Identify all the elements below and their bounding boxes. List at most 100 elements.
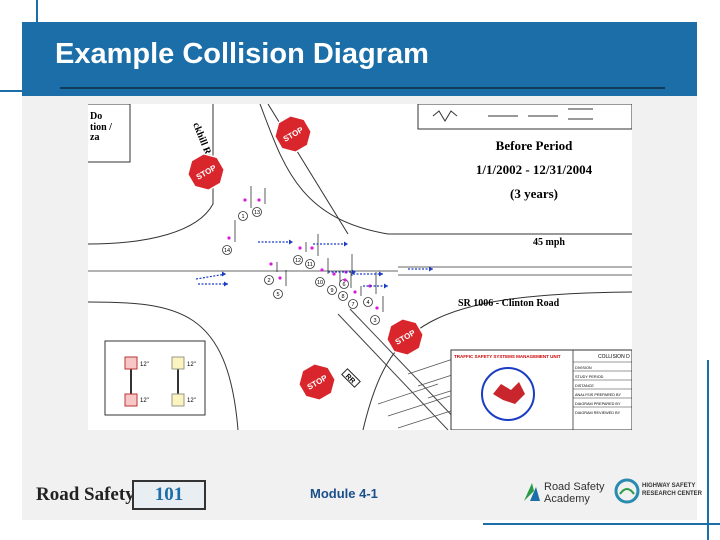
arrow-head <box>289 239 293 245</box>
speed-limit: 45 mph <box>533 237 565 248</box>
crash-number: 14 <box>224 248 230 254</box>
signal-size-label: 12" <box>187 362 196 368</box>
curb-ne <box>259 104 632 235</box>
title-block-name: COLLISION D <box>598 354 630 360</box>
title-block-row: DISTANCE <box>575 384 594 388</box>
crash-number: 6 <box>342 282 345 288</box>
rail-line <box>337 313 449 430</box>
stop-sign: STOP <box>385 317 425 357</box>
crash-marker: 11 <box>305 234 319 269</box>
diagram-canvas: Do tion / za Before Period 1/1/2002 - 12… <box>88 104 632 430</box>
crash-number: 11 <box>307 262 313 268</box>
crash-marker: 7 <box>348 286 362 309</box>
signal-legend-box <box>104 340 206 416</box>
crash-number: 4 <box>366 300 369 306</box>
period-title: Before Period <box>496 138 573 153</box>
duration: (3 years) <box>510 186 558 201</box>
slide-title: Example Collision Diagram <box>55 38 429 70</box>
signal-head-yellow <box>171 356 185 407</box>
stop-sign: STOP <box>297 362 337 402</box>
arrow-head <box>344 241 348 247</box>
crash-number: 10 <box>317 280 323 286</box>
crash-marker: 6 <box>339 254 353 289</box>
academy-icon <box>524 483 540 501</box>
legend-box <box>417 104 632 130</box>
collision-diagram: Do tion / za Before Period 1/1/2002 - 12… <box>88 104 632 430</box>
brand-number: 101 <box>132 480 206 510</box>
crash-number: 13 <box>254 210 260 216</box>
railroad-crossing-sign: RR <box>341 368 361 388</box>
date-range: 1/1/2002 - 12/31/2004 <box>476 162 593 177</box>
title-block-row: DIAGRAM REVIEWED BY <box>575 411 621 415</box>
title-underline <box>60 87 665 89</box>
brand-text: Road Safety <box>36 484 135 505</box>
crash-number: 12 <box>295 258 301 264</box>
title-block-row: DIAGRAM PREPARED BY <box>575 402 621 406</box>
accent-line-footer <box>483 523 720 525</box>
arrow-head <box>384 283 388 289</box>
crash-marker: 2 <box>264 262 278 285</box>
crash-marker: 12 <box>293 242 307 265</box>
parcel-label-line: za <box>90 132 99 143</box>
arrow-head <box>352 269 356 275</box>
curb-nw <box>88 104 214 245</box>
academy-line: Road Safety <box>544 481 605 493</box>
crash-number: 2 <box>267 278 270 284</box>
rail-line <box>349 308 461 425</box>
arrow-head <box>379 271 383 277</box>
signal-head-red <box>124 356 138 407</box>
stop-sign: STOP <box>273 114 313 154</box>
legend-symbol <box>432 110 458 122</box>
crash-number: 9 <box>330 288 333 294</box>
vehicle-path-arrow <box>195 273 227 280</box>
curb-sw <box>88 301 239 430</box>
parcel-label-line: tion / <box>90 122 112 133</box>
parcel-label-line: Do <box>90 111 102 122</box>
crash-marker: 9 <box>327 272 341 295</box>
arrow-head <box>222 271 226 277</box>
hsrc-logo: HIGHWAY SAFETY RESEARCH CENTER <box>614 478 702 509</box>
collision-markers: 1 13 2 14 5 12 11 10 9 6 8 7 4 3 <box>195 186 433 325</box>
crash-marker: 1 <box>238 186 252 221</box>
crash-marker: 5 <box>273 270 287 299</box>
module-label: Module 4-1 <box>310 486 378 501</box>
crash-marker: 8 <box>338 272 352 301</box>
crash-marker: 13 <box>252 188 266 217</box>
crash-marker: 3 <box>370 296 384 325</box>
signal-size-label: 12" <box>140 398 149 404</box>
title-block-row: DIVISION <box>575 366 592 370</box>
title-bar <box>22 22 697 96</box>
crash-number: 7 <box>351 302 354 308</box>
title-block-rows <box>573 361 632 408</box>
crash-marker: 10 <box>315 258 329 287</box>
title-block-row: ANALYSIS PREPARED BY <box>575 393 622 397</box>
parcel-box <box>88 104 131 163</box>
crash-number: 1 <box>241 214 244 220</box>
title-block <box>450 349 632 430</box>
hsrc-line: HIGHWAY SAFETY <box>642 483 696 489</box>
hsrc-text: HIGHWAY SAFETY RESEARCH CENTER <box>642 482 702 498</box>
crash-number: 5 <box>276 292 279 298</box>
accent-line-top <box>0 90 35 92</box>
arrow-head <box>429 266 433 272</box>
crash-number: 8 <box>341 294 344 300</box>
accent-line-right <box>707 360 709 540</box>
signal-size-label: 12" <box>187 398 196 404</box>
hsrc-line: RESEARCH CENTER <box>642 491 703 497</box>
stop-sign: STOP <box>186 152 226 192</box>
street-name: SR 1006 - Clinton Road <box>458 298 560 309</box>
hsrc-icon <box>614 478 640 504</box>
signal-size-label: 12" <box>140 362 149 368</box>
crash-number: 3 <box>373 318 376 324</box>
academy-line: Academy <box>544 493 590 505</box>
arrow-head <box>224 281 228 287</box>
crash-marker: 14 <box>222 220 236 255</box>
curb-se <box>362 291 632 430</box>
state-seal <box>481 367 535 421</box>
title-block-header: TRAFFIC SAFETY SYSTEMS MANAGEMENT UNIT <box>454 354 561 359</box>
crash-marker: 4 <box>363 272 377 307</box>
state-seal <box>493 382 525 404</box>
title-block-row: STUDY PERIOD <box>575 375 604 379</box>
